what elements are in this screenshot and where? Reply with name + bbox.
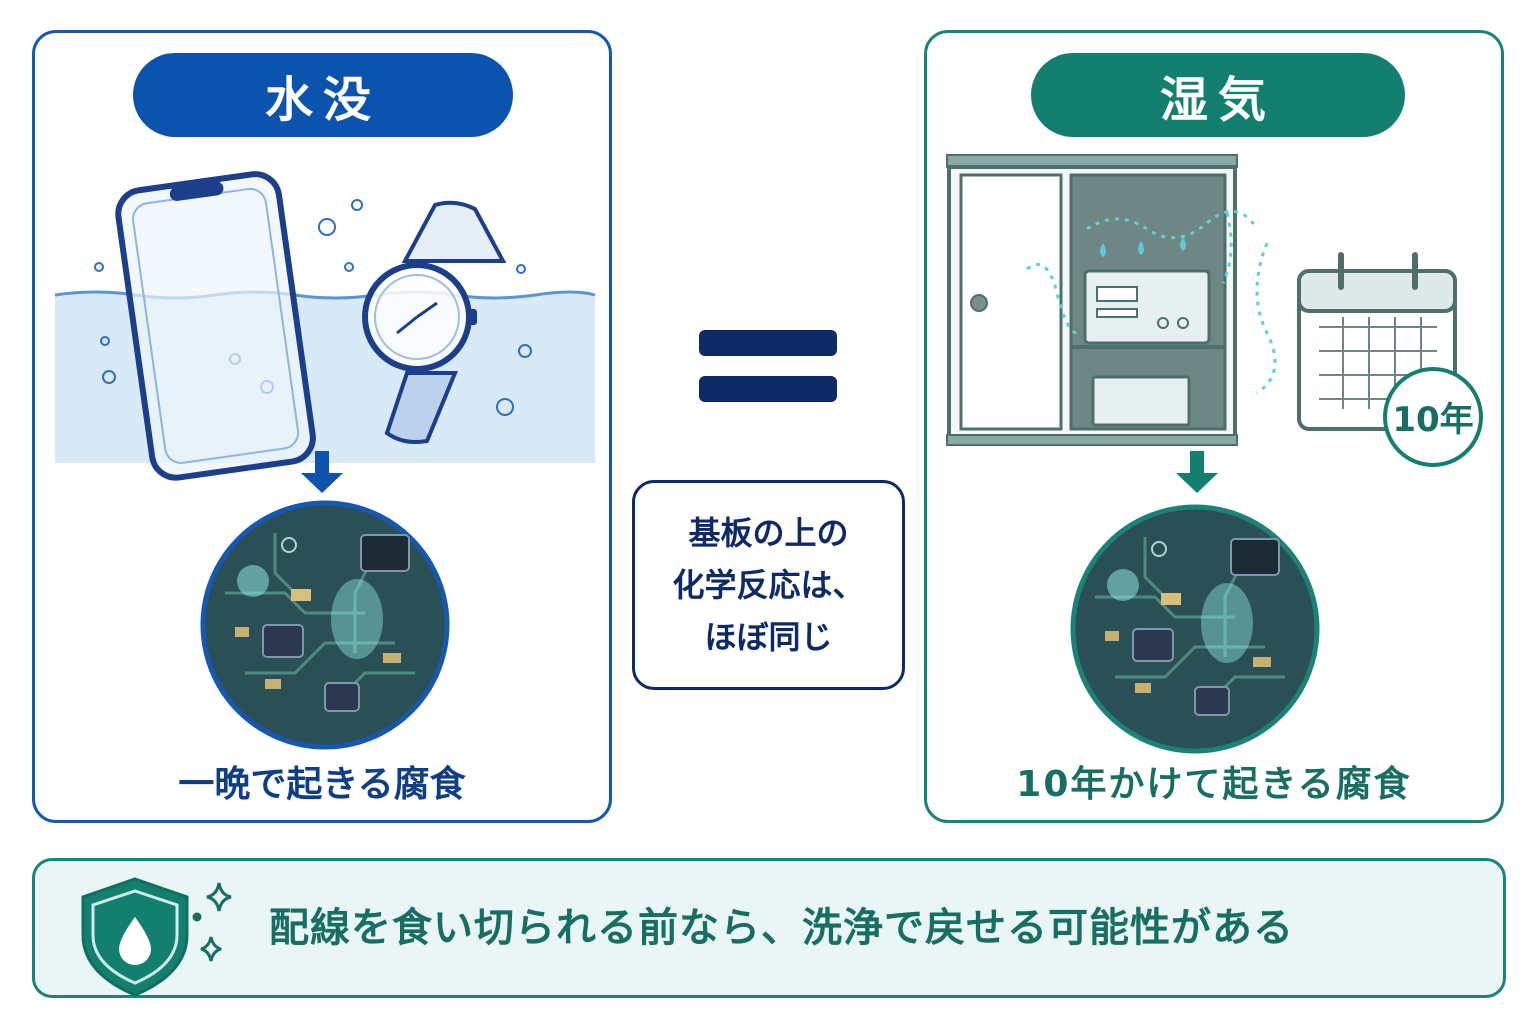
arrow-down-icon (301, 451, 343, 493)
smartphone-icon (115, 171, 316, 481)
explanation-line-1: 基板の上の (688, 514, 849, 552)
banner-icons (81, 877, 232, 997)
equals-icon (699, 330, 837, 356)
explanation-box: 基板の上の 化学反応は、 ほぼ同じ (632, 480, 905, 690)
equals-icon-bar (699, 376, 837, 402)
humidity-panel: 湿気 (924, 30, 1504, 823)
corroded-circuit-board-icon (1070, 504, 1320, 754)
humidity-caption: 10年かけて起きる腐食 (1016, 764, 1412, 805)
corroded-circuit-board-icon (200, 500, 450, 750)
electronic-device-icon (1083, 269, 1211, 427)
sparkle-icon (192, 882, 232, 962)
submersion-illustration (54, 171, 596, 750)
humidity-icon (1026, 209, 1277, 395)
humidity-illustration: 10年 (946, 154, 1483, 754)
wristwatch-icon (362, 200, 507, 444)
conclusion-banner: 配線を食い切られる前なら、洗浄で戻せる可能性がある (32, 858, 1506, 998)
explanation-line-2: 化学反応は、 (672, 566, 865, 604)
conclusion-text: 配線を食い切られる前なら、洗浄で戻せる可能性がある (269, 905, 1294, 951)
calendar-badge: 10年 (1392, 400, 1473, 440)
submersion-panel: 水没 (32, 30, 612, 823)
humidity-title: 湿気 (1031, 53, 1405, 137)
humidity-droplets (1100, 237, 1186, 257)
shield-droplet-icon (81, 877, 189, 997)
calendar-icon: 10年 (1297, 252, 1483, 467)
arrow-down-icon (1176, 451, 1218, 493)
explanation-line-3: ほぼ同じ (704, 618, 833, 656)
submersion-caption: 一晩で起きる腐食 (178, 764, 466, 805)
submersion-title: 水没 (133, 53, 513, 137)
